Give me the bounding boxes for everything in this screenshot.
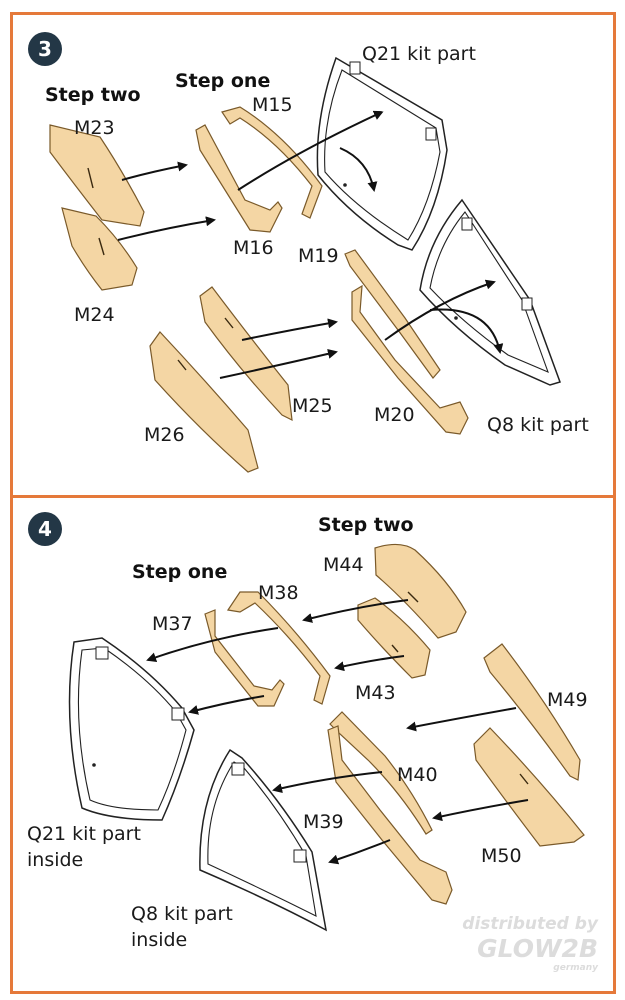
arrow-m37-to-q21 xyxy=(188,695,265,715)
distributor-watermark: distributed by GLOW2B germany xyxy=(462,914,599,973)
mask-m15-frame xyxy=(221,106,323,219)
label-m20: M20 xyxy=(374,404,415,426)
step-3-number: 3 xyxy=(38,37,52,61)
arrow-q8-curve xyxy=(429,308,504,354)
watermark-line1: distributed by xyxy=(462,914,599,934)
mask-m20-frame xyxy=(351,284,469,435)
mask-m19-frame xyxy=(344,249,441,379)
label-m23: M23 xyxy=(74,117,115,139)
mask-m24 xyxy=(61,207,138,291)
label-m49: M49 xyxy=(547,689,588,711)
label-m19: M19 xyxy=(298,245,339,267)
label-q8-kit-part: Q8 kit part xyxy=(487,414,589,436)
label-m24: M24 xyxy=(74,304,115,326)
label-q8-kit-part-inside-line2: inside xyxy=(131,929,187,951)
label-m43: M43 xyxy=(355,682,396,704)
q8-kit-part-inside-step4 xyxy=(199,748,328,932)
label-m15: M15 xyxy=(252,94,293,116)
label-q21-kit-part-inside-line2: inside xyxy=(27,849,83,871)
label-m37: M37 xyxy=(152,613,193,635)
mask-m38-frame xyxy=(226,591,331,705)
step-4-step-two-label: Step two xyxy=(318,514,414,536)
step-4-number: 4 xyxy=(38,517,52,541)
arrow-m26-to-frame xyxy=(219,348,338,379)
label-m26: M26 xyxy=(144,424,185,446)
mask-m44 xyxy=(374,543,467,639)
mask-m39-frame xyxy=(327,725,453,905)
arrow-q21-curve xyxy=(339,147,378,192)
step-3-badge: 3 xyxy=(28,32,62,66)
q8-kit-part-step3 xyxy=(419,198,561,386)
mask-m37-frame xyxy=(204,609,285,707)
label-m44: M44 xyxy=(323,554,364,576)
label-m50: M50 xyxy=(481,845,522,867)
label-q8-kit-part-inside-line1: Q8 kit part xyxy=(131,903,233,925)
arrow-m39-to-q8 xyxy=(328,839,391,865)
step-4-step-one-label: Step one xyxy=(132,561,227,583)
label-m16: M16 xyxy=(233,237,274,259)
label-q21-kit-part-inside-line1: Q21 kit part xyxy=(27,823,141,845)
mask-m25 xyxy=(199,286,293,422)
arrow-m44-to-frame xyxy=(302,599,409,623)
label-m40: M40 xyxy=(397,764,438,786)
arrow-m15-to-q21 xyxy=(237,110,384,191)
arrow-m24-to-frame xyxy=(117,216,216,241)
arrow-m50-to-frame xyxy=(432,799,529,822)
q21-kit-part-step3 xyxy=(316,56,448,251)
mask-m49 xyxy=(483,643,581,781)
step-3-step-two-label: Step two xyxy=(45,84,141,106)
arrow-m49-to-frame xyxy=(406,707,517,732)
mask-m23 xyxy=(49,124,145,227)
mask-m43 xyxy=(357,597,431,679)
arrow-m43-to-frame xyxy=(334,655,405,672)
step-3-step-one-label: Step one xyxy=(175,70,270,92)
arrow-m40-to-q8 xyxy=(272,771,383,794)
watermark-line2: GLOW2B xyxy=(477,934,598,963)
mask-m16-frame xyxy=(195,124,283,233)
label-m39: M39 xyxy=(303,811,344,833)
mask-m50 xyxy=(473,727,585,847)
mask-m26 xyxy=(149,331,259,473)
arrow-m38-to-q21 xyxy=(146,627,279,663)
q21-kit-part-inside-step4 xyxy=(68,637,195,821)
label-m25: M25 xyxy=(292,395,333,417)
arrow-m23-to-frame xyxy=(121,161,188,181)
arrow-m25-to-frame xyxy=(241,318,338,341)
label-q21-kit-part: Q21 kit part xyxy=(362,43,476,65)
watermark-line3: germany xyxy=(553,963,599,973)
label-m38: M38 xyxy=(258,582,299,604)
step-4-badge: 4 xyxy=(28,512,62,546)
arrow-m19-to-q8 xyxy=(384,279,496,341)
